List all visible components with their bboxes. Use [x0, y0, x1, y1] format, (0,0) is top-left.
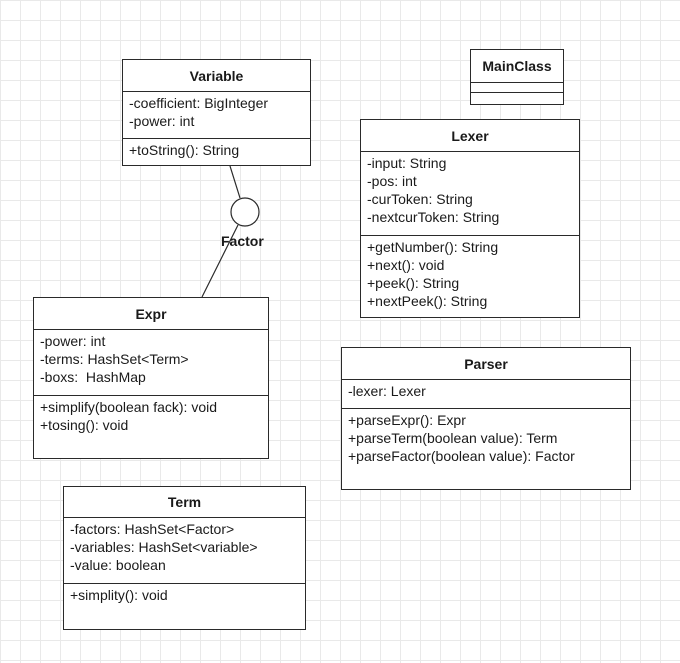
method: +nextPeek(): String — [367, 293, 488, 309]
class-expr-methods: +simplify(boolean fack): void +tosing():… — [34, 396, 268, 436]
method: +parseTerm(boolean value): Term — [348, 430, 558, 446]
class-variable[interactable]: Variable -coefficient: BigInteger -power… — [122, 59, 311, 166]
class-parser[interactable]: Parser -lexer: Lexer +parseExpr(): Expr … — [341, 347, 631, 490]
factor-interface-label: Factor — [221, 233, 264, 249]
class-term[interactable]: Term -factors: HashSet<Factor> -variable… — [63, 486, 306, 630]
class-lexer-methods: +getNumber(): String +next(): void +peek… — [361, 236, 579, 312]
class-expr-name: Expr — [34, 298, 268, 330]
attribute: -coefficient: BigInteger — [129, 95, 269, 111]
class-lexer-name: Lexer — [361, 120, 579, 152]
class-parser-name: Parser — [342, 348, 630, 380]
attribute: -power: int — [129, 113, 195, 129]
method: +next(): void — [367, 257, 445, 273]
method: +parseFactor(boolean value): Factor — [348, 448, 575, 464]
attribute: -factors: HashSet<Factor> — [70, 521, 235, 537]
method: +getNumber(): String — [367, 239, 499, 255]
class-mainclass-methods — [471, 93, 563, 104]
factor-interface-lollipop[interactable] — [230, 197, 260, 227]
class-mainclass-name: MainClass — [471, 50, 563, 83]
method: +simplity(): void — [70, 587, 168, 603]
class-lexer[interactable]: Lexer -input: String -pos: int -curToken… — [360, 119, 580, 318]
class-variable-name: Variable — [123, 60, 310, 92]
class-term-methods: +simplity(): void — [64, 584, 305, 606]
class-variable-methods: +toString(): String — [123, 139, 310, 161]
method: +parseExpr(): Expr — [348, 412, 466, 428]
class-expr[interactable]: Expr -power: int -terms: HashSet<Term> -… — [33, 297, 269, 459]
factor-expr-link — [201, 224, 239, 298]
class-expr-attributes: -power: int -terms: HashSet<Term> -boxs:… — [34, 330, 268, 396]
attribute: -boxs: HashMap — [40, 369, 146, 385]
attribute: -power: int — [40, 333, 106, 349]
attribute: -input: String — [367, 155, 447, 171]
attribute: -curToken: String — [367, 191, 473, 207]
method: +simplify(boolean fack): void — [40, 399, 218, 415]
method: +tosing(): void — [40, 417, 129, 433]
attribute: -variables: HashSet<variable> — [70, 539, 258, 555]
class-variable-attributes: -coefficient: BigInteger -power: int — [123, 92, 310, 139]
method: +toString(): String — [129, 142, 240, 158]
class-term-attributes: -factors: HashSet<Factor> -variables: Ha… — [64, 518, 305, 584]
class-mainclass-attributes — [471, 83, 563, 93]
class-parser-attributes: -lexer: Lexer — [342, 380, 630, 409]
class-mainclass[interactable]: MainClass — [470, 49, 564, 105]
class-lexer-attributes: -input: String -pos: int -curToken: Stri… — [361, 152, 579, 236]
class-parser-methods: +parseExpr(): Expr +parseTerm(boolean va… — [342, 409, 630, 467]
variable-factor-link — [229, 165, 241, 199]
attribute: -terms: HashSet<Term> — [40, 351, 189, 367]
attribute: -lexer: Lexer — [348, 383, 426, 399]
attribute: -pos: int — [367, 173, 417, 189]
attribute: -nextcurToken: String — [367, 209, 500, 225]
class-term-name: Term — [64, 487, 305, 518]
attribute: -value: boolean — [70, 557, 166, 573]
method: +peek(): String — [367, 275, 460, 291]
